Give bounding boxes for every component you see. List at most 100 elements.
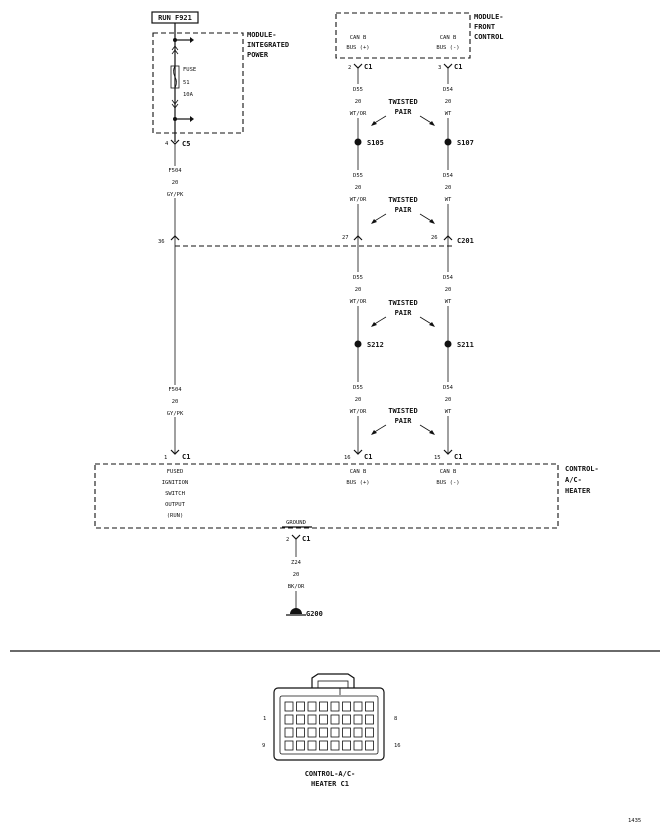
pin-cavity — [353, 714, 363, 725]
integrated-power-label-2: INTEGRATED — [247, 41, 289, 49]
pin-cavity — [365, 740, 374, 751]
pin-cavity — [319, 740, 328, 751]
svg-text:BK/OR: BK/OR — [288, 584, 305, 590]
twisted-pair-label-1: TWISTED — [388, 98, 418, 106]
svg-text:D55: D55 — [353, 173, 363, 179]
svg-text:WT/OR: WT/OR — [350, 409, 367, 415]
pin-cavity — [353, 727, 363, 738]
svg-text:OUTPUT: OUTPUT — [165, 502, 186, 508]
cv-pin-1: 1 — [263, 716, 266, 722]
svg-text:SWITCH: SWITCH — [165, 491, 185, 497]
svg-text:(RUN): (RUN) — [167, 513, 184, 519]
pin-cavity — [330, 714, 340, 725]
pin-cavity — [307, 740, 317, 751]
fcm-can-plus-1: CAN B — [350, 35, 367, 41]
pin-cavity — [296, 714, 305, 725]
f504-gauge-bottom: 20 — [172, 399, 179, 405]
cv-pin-8: 8 — [394, 716, 397, 722]
gnd-pin-2: 2 — [286, 537, 289, 543]
ground-label: GROUND — [286, 520, 306, 526]
cv-title-2: HEATER C1 — [311, 780, 349, 788]
c5-label: C5 — [182, 140, 190, 148]
svg-text:20: 20 — [355, 99, 362, 105]
f504-color-bottom: GY/PK — [167, 411, 184, 417]
svg-text:20: 20 — [355, 287, 362, 293]
pin-cavity — [284, 727, 294, 738]
ac-heater-label-3: HEATER — [565, 487, 591, 495]
svg-text:Z24: Z24 — [291, 560, 302, 566]
integrated-power-label-3: POWER — [247, 51, 269, 59]
ac-pin-15: 15 — [434, 455, 441, 461]
pin-cavity — [330, 701, 340, 712]
integrated-power-label-1: MODULE- — [247, 31, 277, 39]
pin-cavity — [330, 740, 340, 751]
pin-cavity — [284, 740, 294, 751]
splice-s107 — [444, 138, 452, 146]
pin-cavity — [296, 740, 305, 751]
svg-text:D55: D55 — [353, 385, 363, 391]
svg-text:D54: D54 — [443, 87, 454, 93]
c201-pin-26: 26 — [431, 235, 438, 241]
svg-text:CAN B: CAN B — [350, 469, 367, 475]
splice-s212 — [354, 340, 362, 348]
f504-code-bottom: F504 — [168, 387, 182, 393]
splice-s211 — [444, 340, 452, 348]
pin-cavity — [342, 714, 351, 725]
g200-label: G200 — [306, 610, 323, 618]
ac-c1-mid: C1 — [364, 453, 372, 461]
svg-text:D54: D54 — [443, 385, 454, 391]
pin-cavity — [342, 740, 351, 751]
fcm-c1-right: C1 — [454, 63, 462, 71]
cv-pin-16: 16 — [394, 743, 401, 749]
svg-text:FUSED: FUSED — [167, 469, 184, 475]
integrated-power-module-box — [152, 32, 244, 134]
pin-cavity — [319, 714, 328, 725]
fcm-c1-left-icon — [353, 63, 363, 69]
front-control-label-1: MODULE- — [474, 13, 504, 21]
pin-cavity — [296, 727, 305, 738]
pin-cavity — [353, 740, 363, 751]
pin-cavity — [307, 727, 317, 738]
s211-label: S211 — [457, 341, 474, 349]
front-control-label-3: CONTROL — [474, 33, 504, 41]
fcm-c1-right-icon — [443, 63, 453, 69]
pin-cavity — [284, 714, 294, 725]
svg-text:IGNITION: IGNITION — [162, 480, 189, 486]
f504-color-top: GY/PK — [167, 192, 184, 198]
c201-pin-36: 36 — [158, 239, 165, 245]
fuse-number: 51 — [183, 80, 190, 86]
pin-cavity — [353, 701, 363, 712]
svg-text:D55: D55 — [353, 275, 363, 281]
front-control-label-2: FRONT — [474, 23, 495, 31]
front-control-module-box — [335, 12, 471, 59]
ac-pin-1: 1 — [164, 455, 167, 461]
svg-text:WT/OR: WT/OR — [350, 197, 367, 203]
ac-pin-16: 16 — [344, 455, 351, 461]
ac-c1-left: C1 — [182, 453, 190, 461]
svg-text:PAIR: PAIR — [395, 417, 413, 425]
pin-cavity — [342, 701, 351, 712]
s107-label: S107 — [457, 139, 474, 147]
svg-text:D54: D54 — [443, 173, 454, 179]
svg-text:20: 20 — [445, 287, 452, 293]
pin-cavity — [296, 701, 305, 712]
fcm-can-minus-2: BUS (-) — [436, 45, 459, 51]
cv-pin-9: 9 — [262, 743, 265, 749]
svg-text:TWISTED: TWISTED — [388, 196, 418, 204]
fcm-pin-3: 3 — [438, 65, 441, 71]
svg-text:WT: WT — [445, 299, 452, 305]
pin-cavity — [365, 701, 374, 712]
svg-text:D55: D55 — [353, 87, 363, 93]
svg-text:BUS (+): BUS (+) — [346, 480, 369, 486]
svg-text:TWISTED: TWISTED — [388, 299, 418, 307]
fcm-pin-2: 2 — [348, 65, 351, 71]
c5-pin: 4 — [165, 141, 169, 147]
svg-text:PAIR: PAIR — [395, 309, 413, 317]
fcm-can-minus-1: CAN B — [440, 35, 457, 41]
svg-text:D54: D54 — [443, 275, 454, 281]
pin-cavity — [284, 701, 294, 712]
pin-cavity — [330, 727, 340, 738]
c201-label: C201 — [457, 237, 474, 245]
svg-text:20: 20 — [445, 99, 452, 105]
